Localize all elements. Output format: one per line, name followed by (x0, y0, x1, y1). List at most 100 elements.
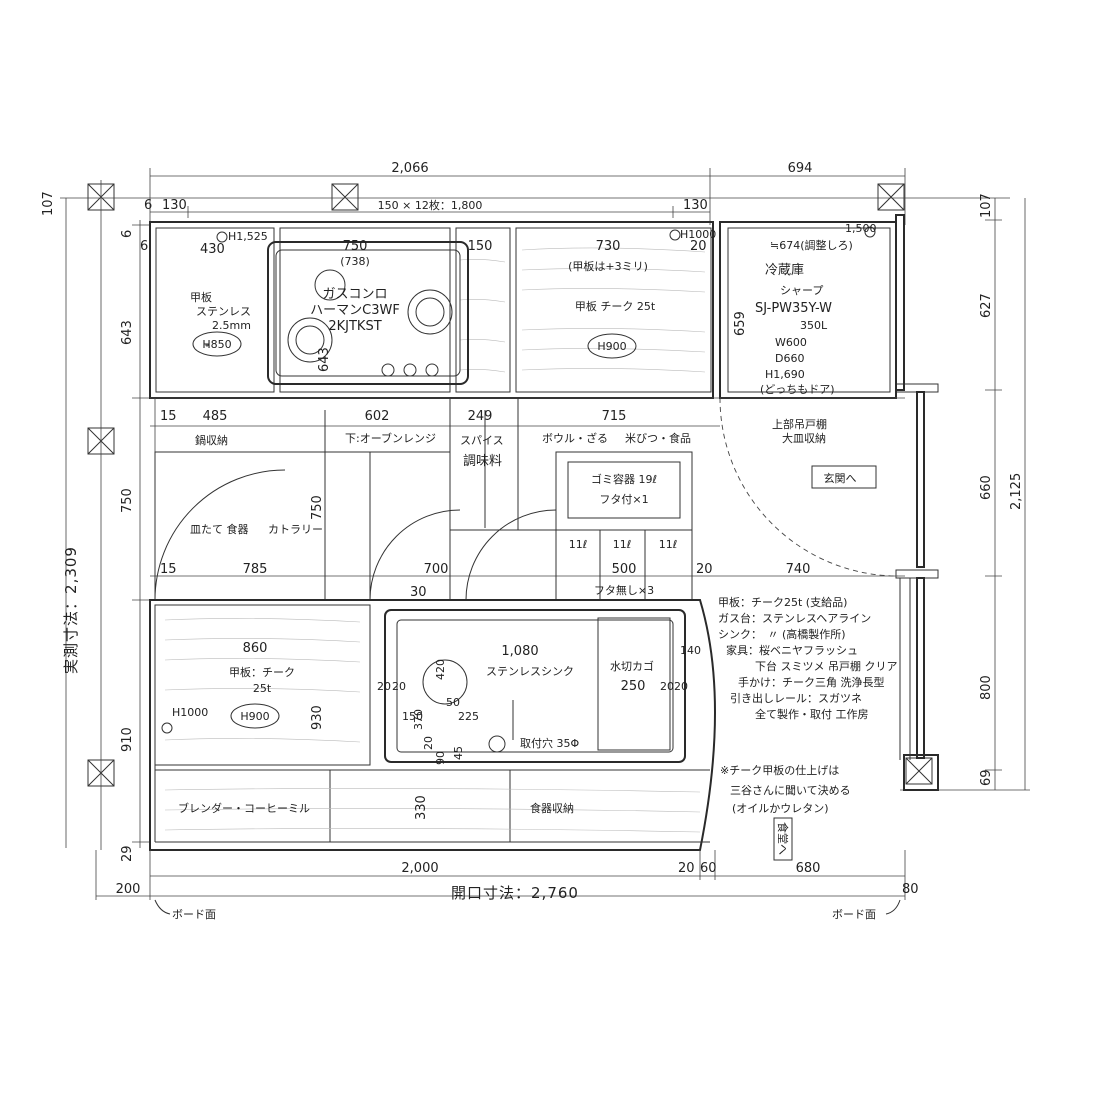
top-right-label: 甲板 チーク 25t (575, 299, 656, 313)
note-4: 家具：桜ベニヤフラッシュ (726, 643, 858, 657)
entry-arrow (811, 465, 877, 489)
dim-20-bottom: 20 (678, 861, 695, 876)
dim-602: 602 (365, 409, 390, 424)
trash-11l-c: 11ℓ (659, 538, 678, 551)
cutlery-label: カトラリー (268, 523, 323, 536)
bowl-label: ボウル・ざる (542, 431, 608, 445)
left-dimensions: 107 6 643 750 910 29 実測寸法：2,309 (41, 191, 150, 862)
dining-arrow (773, 817, 793, 861)
fridge-dim-659: 659 (733, 311, 748, 336)
board-face-left: ボード面 (172, 908, 216, 921)
dim-2000: 2,000 (401, 861, 438, 876)
note-7: 引き出しレール：スガツネ (730, 691, 862, 705)
rice-label: 米びつ・食品 (625, 431, 691, 445)
dim-20b: 20 (696, 562, 713, 577)
height-tag-h900-lower (230, 703, 280, 729)
dim-20-sink-e: 20 (422, 736, 435, 750)
fridge-model: SJ-PW35Y-W (755, 301, 832, 316)
dim-20-upper: 20 (690, 239, 707, 254)
dim-15: 15 (160, 409, 177, 424)
dim-643-stove: 643 (317, 347, 332, 372)
dim-715: 715 (602, 409, 627, 424)
dim-left-29: 29 (120, 845, 135, 862)
dim-680: 680 (796, 861, 821, 876)
fridge-brand: シャープ (780, 284, 823, 297)
top-left-line3: 2.5mm (212, 319, 251, 332)
lower-top-label1: 甲板：チーク (229, 665, 295, 679)
upper-cabinet-label1: 上部吊戸棚 (772, 417, 827, 431)
blender-label: ブレンダー・コーヒーミル (178, 801, 310, 815)
bottom-dimensions: 200 2,000 20 60 680 80 開口寸法：2,760 ボード面 ボ… (95, 850, 919, 921)
dim-right-69: 69 (979, 769, 994, 786)
dim-249: 249 (468, 409, 493, 424)
entry-label: 玄関へ (824, 471, 857, 485)
trash-label3: フタ無し×3 (594, 583, 654, 597)
spice-label1: スパイス (460, 434, 504, 447)
dim-left-107: 107 (41, 191, 56, 216)
note-6: 手かけ：チーク三角 洗浄長型 (738, 675, 885, 689)
opening-size-label: 開口寸法：2,760 (451, 884, 579, 902)
dim-200: 200 (116, 882, 141, 897)
dim-right-660: 660 (979, 475, 994, 500)
dim-total-right: 694 (788, 161, 813, 176)
dim-left-6: 6 (120, 230, 135, 238)
dim-420: 420 (434, 659, 447, 680)
stove-line1: ガスコンロ (322, 287, 387, 302)
faucet-icon (488, 735, 506, 753)
dim-offset-left: 130 (162, 198, 187, 213)
burner-icon (287, 317, 333, 363)
dim-right-107: 107 (979, 193, 994, 218)
faucet-hole-label: 取付穴 35Φ (520, 736, 579, 750)
measured-size-label: 実測寸法：2,309 (62, 546, 80, 674)
dim-330: 330 (414, 795, 429, 820)
dim-740: 740 (786, 562, 811, 577)
top-left-line1: 甲板 (190, 290, 212, 304)
middle-zone: 15 485 602 249 715 鍋収納 下:オーブンレンジ スパイス 調味… (150, 397, 905, 601)
dim-738: (738) (340, 255, 370, 268)
dim-140: 140 (680, 644, 701, 657)
dim-150-sink: 150 (402, 710, 423, 723)
height-tag-h850 (192, 331, 242, 357)
dim-500: 500 (612, 562, 637, 577)
dim-860: 860 (243, 641, 268, 656)
dim-1080: 1,080 (501, 644, 538, 659)
dim-offset-right: 130 (683, 198, 708, 213)
top-thickness-note: (甲板は+3ミリ) (568, 259, 648, 273)
dim-right-627: 627 (979, 293, 994, 318)
fridge-depth: D660 (775, 352, 804, 365)
upper-counter: H1,525 6 430 甲板 ステンレス 2.5mm H850 750 (73… (140, 221, 716, 399)
burner-icon (314, 269, 346, 301)
dim-730: 730 (596, 239, 621, 254)
dim-total-left: 2,066 (391, 161, 428, 176)
dim-80: 80 (902, 882, 919, 897)
trash-11l-a: 11ℓ (569, 538, 588, 551)
note-2: ガス台：ステンレスヘアライン (718, 611, 871, 625)
dim-edge-left: 6 (144, 198, 152, 213)
dim-750-middle: 750 (310, 495, 325, 520)
dim-90: 90 (434, 751, 447, 765)
dim-board-span: 150 × 12枚：1,800 (378, 198, 483, 212)
oven-label: 下:オーブンレンジ (345, 431, 436, 445)
dim-30: 30 (410, 585, 427, 600)
note-10: 三谷さんに聞いて決める (730, 784, 851, 797)
tableware-label: 食器収納 (530, 801, 574, 815)
dim-right-800: 800 (979, 675, 994, 700)
dim-45: 45 (452, 746, 465, 760)
sink-label: ステンレスシンク (486, 665, 574, 678)
dish-label: 皿たて 食器 (190, 522, 249, 536)
dim-15b: 15 (160, 562, 177, 577)
dim-20-sink-b: 20 (392, 680, 406, 693)
stove-line3: 2KJTKST (328, 319, 381, 334)
note-1: 甲板：チーク25t (支給品) (718, 595, 847, 609)
board-face-right: ボード面 (832, 908, 876, 921)
note-8: 全て製作・取付 工作房 (755, 707, 869, 721)
right-wall (895, 214, 939, 791)
lower-counter: 30 860 甲板：チーク 25t H1000 H900 930 20 20 1… (149, 585, 793, 861)
dim-6b: 6 (140, 239, 148, 254)
dim-785: 785 (243, 562, 268, 577)
fridge-title: 冷蔵庫 (765, 263, 804, 278)
lower-top-label2: 25t (253, 682, 272, 695)
trash-label2: フタ付×1 (599, 493, 648, 506)
dim-right-total: 2,125 (1009, 473, 1024, 510)
dim-700: 700 (424, 562, 449, 577)
